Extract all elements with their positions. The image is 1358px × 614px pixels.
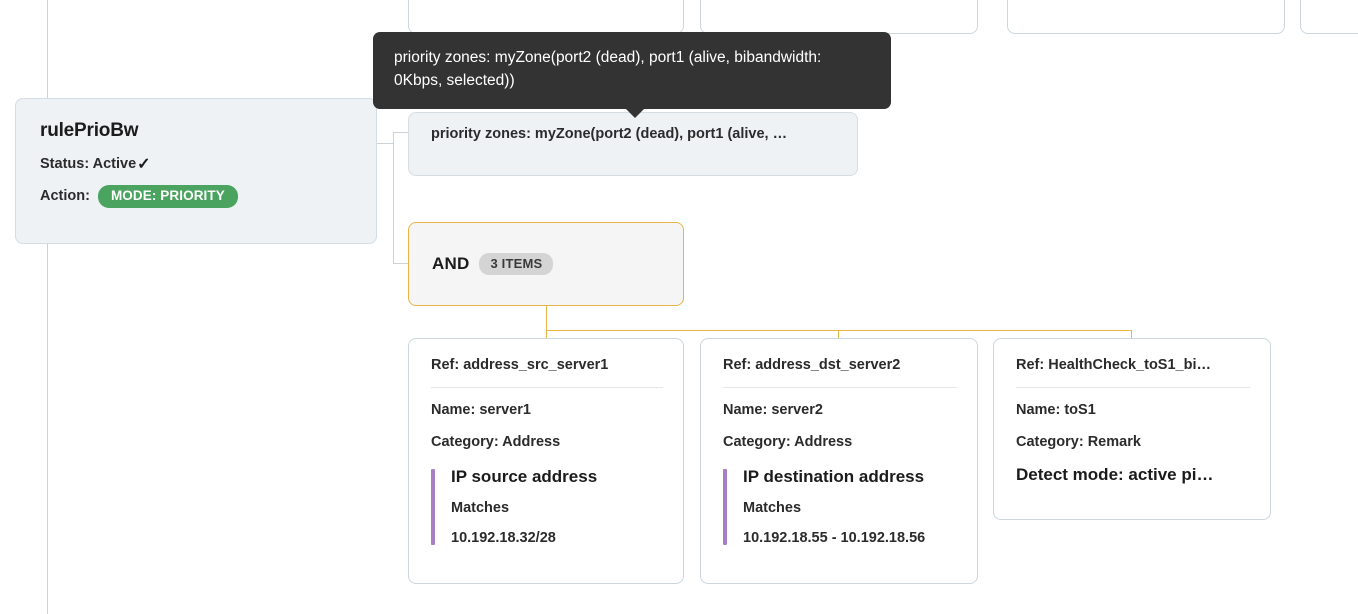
leaf-detail-value: 10.192.18.55 - 10.192.18.56 — [743, 529, 926, 546]
tooltip-text: priority zones: myZone(port2 (dead), por… — [394, 49, 822, 89]
leaf-detail-block: Detect mode: active pi… — [1016, 465, 1250, 485]
leaf-category: Category: Remark — [1016, 433, 1141, 450]
priority-zones-tooltip: priority zones: myZone(port2 (dead), por… — [373, 32, 891, 118]
edge-rule-trunk — [393, 132, 394, 264]
truncated-card-4[interactable] — [1300, 0, 1358, 34]
leaf-category: Category: Address — [723, 433, 853, 450]
priority-zones-node[interactable]: priority zones: myZone(port2 (dead), por… — [408, 112, 858, 176]
leaf-detail-title: Detect mode: active pi… — [1016, 465, 1214, 485]
leaf-card-address-src-server1[interactable]: Ref: address_src_server1 Name: server1 C… — [408, 338, 684, 584]
rule-title: rulePrioBw — [40, 120, 139, 141]
leaf-detail-block: IP destination address Matches 10.192.18… — [723, 467, 957, 547]
rule-action-row: Action: MODE: PRIORITY — [40, 185, 352, 209]
leaf-ref: Ref: address_dst_server2 — [723, 357, 957, 389]
leaf-detail-title: IP destination address — [743, 467, 925, 487]
and-operator-node[interactable]: AND 3 ITEMS — [408, 222, 684, 306]
leaf-detail-operator: Matches — [743, 499, 802, 516]
and-operator-label: AND — [432, 254, 470, 273]
edge-to-and-node — [393, 263, 409, 264]
leaf-detail-block: IP source address Matches 10.192.18.32/2… — [431, 467, 663, 547]
edge-rule-stub — [377, 143, 394, 144]
check-icon: ✓ — [137, 155, 151, 173]
rule-status-row: Status: Active ✓ — [40, 156, 352, 173]
truncated-card-3[interactable] — [1007, 0, 1285, 34]
and-items-count-badge: 3 ITEMS — [479, 252, 554, 276]
leaf-name: Name: server1 — [431, 402, 531, 419]
leaf-ref: Ref: address_src_server1 — [431, 357, 663, 389]
edge-and-trunk — [546, 306, 547, 331]
rule-action-label: Action: — [40, 188, 90, 205]
leaf-detail-operator: Matches — [451, 499, 510, 516]
leaf-name: Name: server2 — [723, 402, 823, 419]
edge-and-bus — [546, 330, 1132, 331]
edge-to-leaf-1 — [546, 330, 547, 338]
edge-to-leaf-3 — [1131, 330, 1132, 338]
leaf-detail-title: IP source address — [451, 467, 598, 487]
action-mode-badge[interactable]: MODE: PRIORITY — [97, 185, 238, 209]
leaf-card-address-dst-server2[interactable]: Ref: address_dst_server2 Name: server2 C… — [700, 338, 978, 584]
truncated-card-2[interactable] — [700, 0, 978, 34]
rule-status-label: Status: Active — [40, 155, 137, 172]
leaf-name: Name: toS1 — [1016, 402, 1096, 419]
leaf-card-healthcheck-tos1[interactable]: Ref: HealthCheck_toS1_bi… Name: toS1 Cat… — [993, 338, 1271, 520]
priority-zones-text: priority zones: myZone(port2 (dead), por… — [431, 126, 788, 142]
leaf-category: Category: Address — [431, 433, 561, 450]
truncated-card-1[interactable] — [408, 0, 684, 34]
tree-spine-line — [47, 0, 48, 614]
edge-to-leaf-2 — [838, 330, 839, 338]
leaf-detail-value: 10.192.18.32/28 — [451, 529, 556, 546]
rule-node-rulepriobw[interactable]: rulePrioBw Status: Active ✓ Action: MODE… — [15, 98, 377, 244]
leaf-ref: Ref: HealthCheck_toS1_bi… — [1016, 357, 1250, 389]
edge-to-priority-zones — [393, 132, 409, 133]
